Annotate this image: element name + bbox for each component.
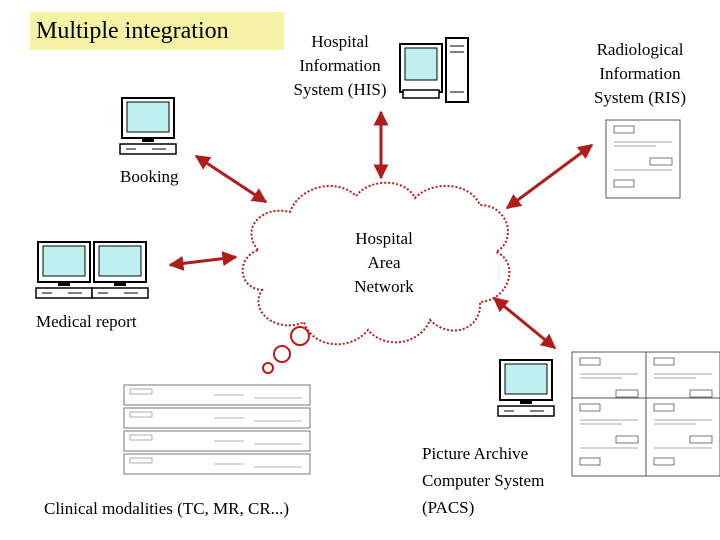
arrow-booking-network [194, 154, 268, 204]
ris-label-line3: System (RIS) [593, 88, 687, 107]
modalities-stack-icon [123, 384, 311, 475]
pacs-label-line2: Computer System [422, 471, 545, 490]
booking-label: Booking [120, 167, 179, 186]
medical-report-label: Medical report [36, 312, 137, 331]
his-workstation-icon [399, 37, 469, 103]
his-label-line3: System (HIS) [293, 80, 387, 99]
arrow-ris-network [505, 143, 594, 210]
ris-server-icon [605, 119, 681, 199]
network-label-line3: Network [354, 277, 414, 296]
pacs-server-icon [571, 351, 720, 477]
pacs-label: Picture Archive Computer System (PACS) [422, 440, 544, 521]
ris-label-line1: Radiological [596, 40, 684, 59]
ris-label-line2: Information [599, 64, 681, 83]
thought-bubbles-icon [262, 326, 310, 374]
arrow-report-network [168, 251, 238, 271]
medical-report-workstation-icon [35, 241, 149, 299]
modalities-label: Clinical modalities (TC, MR, CR...) [44, 499, 290, 518]
arrow-pacs-network [492, 296, 557, 350]
booking-workstation-icon [119, 97, 177, 155]
pacs-label-line1: Picture Archive [422, 444, 529, 463]
network-cloud-shape [241, 181, 511, 346]
pacs-label-line3: (PACS) [422, 498, 475, 517]
network-label-line2: Area [367, 253, 401, 272]
diagram-title: Multiple integration [30, 12, 284, 50]
his-label-line2: Information [299, 56, 381, 75]
his-label: Hospital Information System (HIS) [276, 30, 404, 102]
his-label-line1: Hospital [311, 32, 369, 51]
network-label-line1: Hospital [355, 229, 413, 248]
pacs-workstation-icon [497, 359, 555, 417]
network-label: Hospital Area Network [334, 227, 434, 299]
ris-label: Radiological Information System (RIS) [574, 38, 706, 110]
